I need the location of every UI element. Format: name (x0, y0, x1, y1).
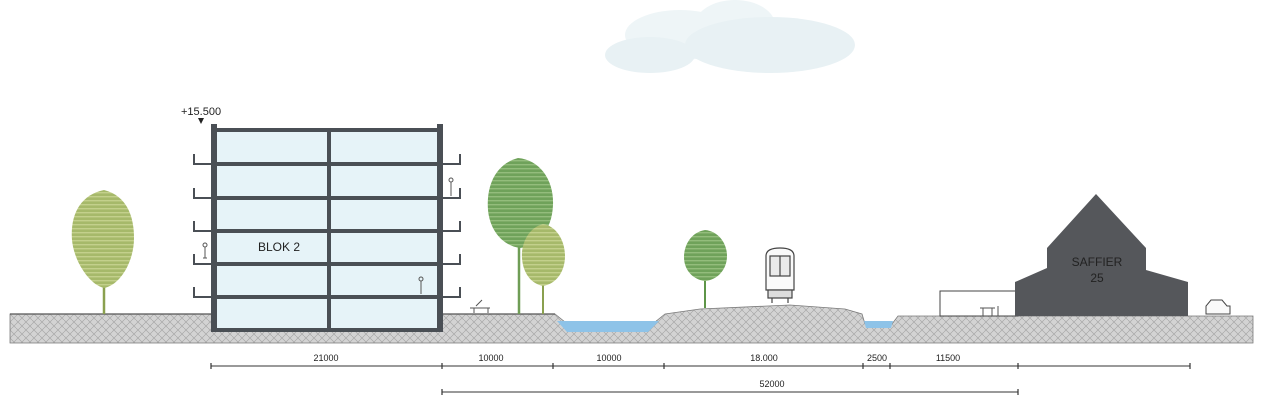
canal-water-left (557, 321, 659, 332)
tree-middle-small (521, 224, 565, 314)
dimension-label: 2500 (867, 353, 887, 363)
car (1205, 299, 1231, 315)
tree-left (71, 190, 134, 314)
dimension-lines (211, 365, 1190, 393)
dimension-labels: 21000 10000 10000 18.000 2500 11500 5200… (313, 353, 960, 389)
dimension-label: 52000 (759, 379, 784, 389)
dimension-label: 11500 (936, 353, 960, 363)
bench-figure (470, 299, 490, 313)
elevation-marker: +15.500 (181, 106, 221, 124)
elevation-label: +15.500 (181, 106, 221, 118)
low-wall (939, 290, 1019, 317)
saffier-building (1015, 194, 1188, 316)
blok2-building (193, 124, 461, 332)
dimension-label: 18.000 (750, 353, 778, 363)
blok2-label: BLOK 2 (258, 240, 300, 254)
terrace-furniture (980, 306, 999, 316)
saffier-name: SAFFIER (1072, 255, 1123, 269)
dimension-label: 21000 (313, 353, 338, 363)
tree-middle-large (487, 158, 554, 314)
tram (765, 247, 795, 303)
tree-mound (684, 230, 727, 308)
dimension-label: 10000 (596, 353, 621, 363)
cloud (605, 0, 855, 73)
canal-water-right (864, 321, 893, 328)
dimension-label: 10000 (478, 353, 503, 363)
saffier-number: 25 (1090, 271, 1104, 285)
dimension-ticks (210, 363, 1191, 395)
